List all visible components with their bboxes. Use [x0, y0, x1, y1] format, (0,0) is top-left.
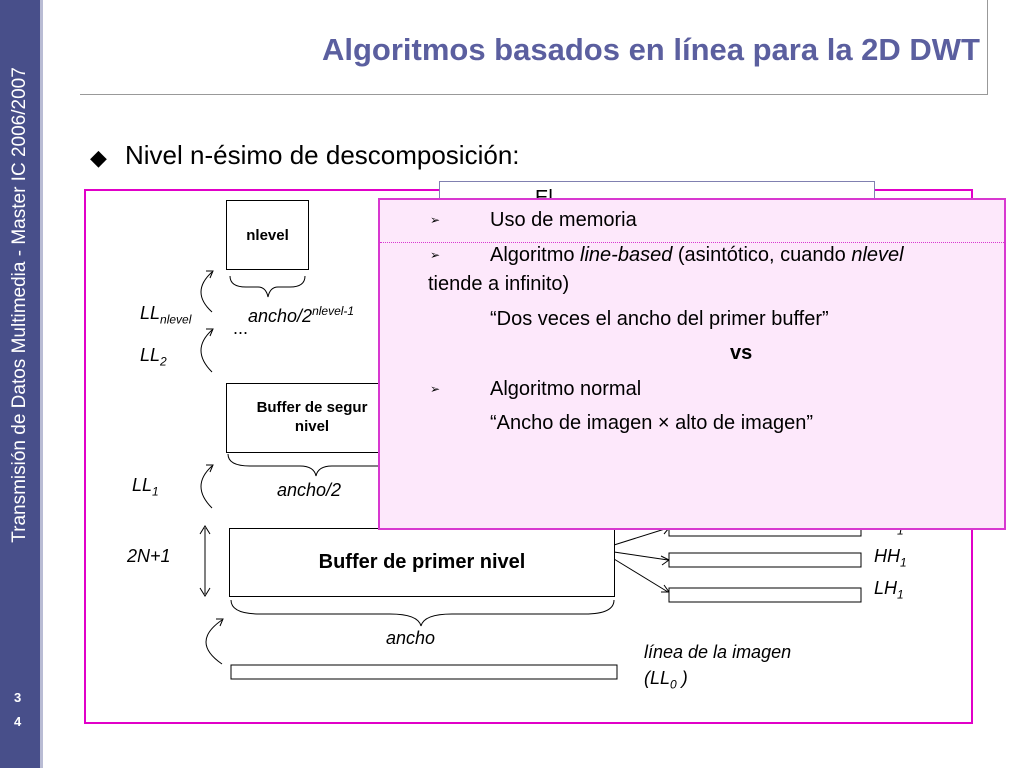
- ancho-nlevel-label: ancho/2nlevel-1: [248, 304, 354, 327]
- memory-callout: ➢ Uso de memoria ➢ Algoritmo line-based …: [378, 198, 1006, 530]
- title-underline: [80, 94, 988, 95]
- ll-nlevel-base: LL: [140, 303, 161, 323]
- item-normal: Algoritmo normal: [490, 378, 642, 400]
- item-line-based-cont: tiende a infinito): [428, 273, 570, 295]
- second-level-buffer: Buffer de segur nivel: [226, 383, 398, 453]
- brace-ancho: [230, 599, 615, 627]
- lh1-base: LH: [874, 578, 898, 598]
- page-number-bottom: 4: [14, 714, 22, 729]
- lh1-sub: 1: [897, 587, 904, 602]
- buffer2-line2: nivel: [294, 418, 330, 435]
- rows-label: 2N+1: [127, 546, 171, 566]
- ancho-nlevel-base: ancho/2: [248, 306, 313, 326]
- page-number-top: 3: [14, 690, 22, 705]
- ll1-sub: 1: [152, 484, 159, 499]
- ll2-sub: 2: [160, 354, 167, 369]
- ancho-nlevel-sup: nlevel-1: [312, 304, 355, 318]
- ll2-base: LL: [140, 345, 161, 365]
- arrow-bullet-icon: ➢: [430, 213, 441, 227]
- ll-nlevel-label: LLnlevel: [140, 303, 191, 327]
- buffer2-line1: Buffer de segur: [256, 399, 368, 416]
- quote-line-based: “Dos veces el ancho del primer buffer”: [490, 308, 829, 330]
- arrow-bullet-icon: ➢: [430, 248, 441, 262]
- nlevel-box-label: nlevel: [246, 226, 289, 244]
- hh1-sub: 1: [900, 555, 907, 570]
- curved-arrow-llnlevel: [200, 271, 213, 313]
- quote-normal: “Ancho de imagen × alto de imagen”: [490, 412, 813, 434]
- brace-nlevel: [229, 275, 306, 298]
- first-level-buffer: Buffer de primer nivel: [229, 528, 615, 597]
- hh1-bar: [668, 552, 862, 568]
- hl1-sub: 1: [897, 523, 904, 538]
- sidebar-shadow: [40, 0, 43, 768]
- curved-arrow-ll1: [200, 465, 213, 509]
- buffer1-label: Buffer de primer nivel: [318, 551, 526, 573]
- sidebar: [0, 0, 40, 768]
- ellipsis: ...: [233, 318, 249, 338]
- item-line-based-em2: nlevel: [851, 244, 904, 266]
- ancho-label: ancho: [386, 628, 436, 648]
- image-line-label-2: (LL0 ): [644, 668, 688, 692]
- title-right-rule: [987, 0, 988, 95]
- hh1-label: HH1: [874, 546, 907, 570]
- image-line-label-1: línea de la imagen: [644, 642, 792, 662]
- bullet-text: Nivel n-ésimo de descomposición:: [125, 140, 520, 170]
- ll-nlevel-sub: nlevel: [160, 312, 192, 327]
- item-line-based: Algoritmo line-based (asintótico, cuando…: [490, 244, 904, 267]
- lh1-bar: [668, 587, 862, 603]
- ancho2-label: ancho/2: [277, 480, 342, 500]
- diamond-bullet-icon: ◆: [90, 145, 107, 170]
- vs-label: vs: [730, 342, 753, 364]
- nlevel-box: nlevel: [226, 200, 309, 270]
- image-line-end: ): [676, 668, 688, 688]
- arrow-bullet-icon: ➢: [430, 382, 441, 396]
- curved-arrow-ll2: [200, 329, 213, 373]
- image-line-base: (LL: [644, 668, 671, 688]
- brace-ancho2: [227, 453, 385, 477]
- item-line-based-mid: (asintótico, cuando: [672, 244, 852, 266]
- curved-arrow-image-line: [205, 619, 223, 665]
- callout-separator: [380, 242, 1004, 243]
- ll1-base: LL: [132, 475, 153, 495]
- item-line-based-pre: Algoritmo: [490, 244, 581, 266]
- item-line-based-em: line-based: [580, 244, 673, 266]
- image-line-bar: [230, 664, 618, 680]
- lh1-label: LH1: [874, 578, 904, 602]
- slide-title: Algoritmos basados en línea para la 2D D…: [321, 32, 980, 67]
- ll2-label: LL2: [140, 345, 167, 369]
- hh1-base: HH: [874, 546, 900, 566]
- image-line-sub: 0: [670, 677, 677, 692]
- ll1-label: LL1: [132, 475, 159, 499]
- item-memory: Uso de memoria: [490, 209, 637, 231]
